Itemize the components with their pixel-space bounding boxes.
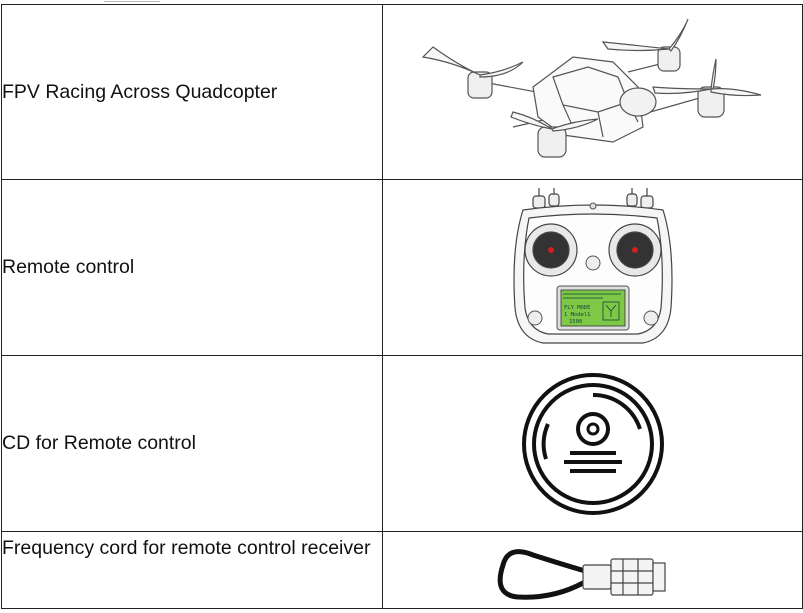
right-stick-dot [631,246,638,253]
table-row: CD for Remote control [1,355,803,532]
lcd-line-1: FLY MODE [564,305,591,311]
item-image-cell [382,355,803,532]
table-row: Frequency cord for remote control receiv… [1,531,803,609]
item-image-cell [382,4,803,180]
packing-list-table: FPV Racing Across Quadcopter [1,4,803,609]
frequency-cord-image [497,549,666,600]
lcd-screen [560,289,625,326]
top-rule [104,1,160,2]
remote-control-image: FLY MODE 1 Model1 1500 [512,187,673,344]
cd-disc-image [521,372,664,515]
quadcopter-drone-image [421,18,761,158]
item-image-cell: FLY MODE 1 Model1 1500 [382,179,803,356]
item-label-quadcopter: FPV Racing Across Quadcopter [1,4,383,180]
table-row: Remote control [1,179,803,356]
item-label-remote-control: Remote control [1,179,383,356]
lcd-line-3: 1500 [569,319,582,325]
lcd-line-2: 1 Model1 [564,312,591,318]
left-stick-dot [547,246,554,253]
item-image-cell [382,531,803,609]
item-label-frequency-cord: Frequency cord for remote control receiv… [1,531,383,609]
table-row: FPV Racing Across Quadcopter [1,4,803,180]
item-label-cd: CD for Remote control [1,355,383,532]
